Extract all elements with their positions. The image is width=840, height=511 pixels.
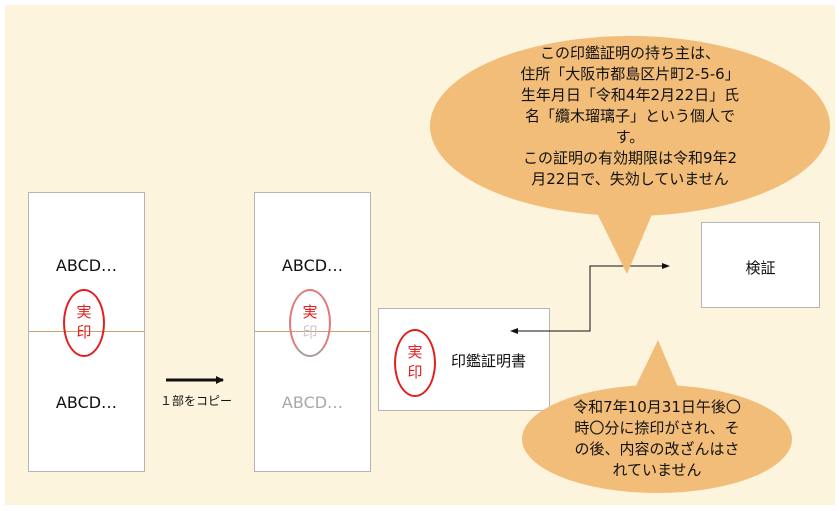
bubble-line: 令和7年10月31日午後〇 [573, 398, 741, 416]
stamp-char-2: 印 [407, 363, 423, 381]
original-top-text: ABCD… [55, 256, 118, 275]
verification-box: 検証 [701, 222, 820, 308]
bubble-line: 時〇分に捺印がされ、そ [574, 419, 740, 437]
seal-certificate: 実 印 印鑑証明書 [378, 308, 550, 411]
bubble-line: この印鑑証明の持ち主は、 [539, 44, 720, 62]
seal-integrity-bubble [522, 385, 792, 493]
stamp-char-1: 実 [302, 303, 318, 321]
arrowhead-right [662, 263, 670, 269]
bubble-line: この証明の有効期限は令和9年2 [522, 149, 738, 167]
copy-bottom-text: ABCD… [281, 393, 344, 412]
stamp-char-2: 印 [76, 323, 92, 341]
bubble-line: 住所「大阪市都島区片町2-5-6」 [520, 65, 740, 83]
copy-top-text: ABCD… [281, 256, 344, 275]
stamp-char-1: 実 [407, 343, 423, 361]
bubble-line: す。 [615, 128, 645, 146]
bubble-line: 生年月日「令和4年2月22日」氏 [520, 86, 740, 104]
certificate-seal-stamp: 実 印 [394, 329, 436, 397]
stamp-char-1: 実 [76, 303, 92, 321]
copied-seal-stamp: 実 印 [289, 289, 331, 357]
arrowhead-left [510, 328, 518, 334]
copy-arrow-label: １部をコピー [159, 394, 232, 408]
bubble-line: 名「纜木瑠璃子」という個人で [524, 107, 735, 125]
bubble-line: の後、内容の改ざんはさ [574, 440, 740, 458]
top-bubble-text: この印鑑証明の持ち主は、 住所「大阪市都島区片町2-5-6」 生年月日「令和4年… [470, 43, 790, 190]
original-bottom-text: ABCD… [55, 393, 118, 412]
certificate-label: 印鑑証明書 [451, 352, 527, 370]
seal-stamp: 実 印 [63, 289, 105, 357]
bubble-line: れていません [612, 461, 702, 479]
bottom-bubble-text: 令和7年10月31日午後〇 時〇分に捺印がされ、そ の後、内容の改ざんはさ れて… [550, 397, 764, 481]
original-document: ABCD… ABCD… 実 印 [28, 192, 145, 472]
bubble-line: 月22日で、失効していません [531, 170, 729, 188]
certificate-info-bubble [430, 36, 830, 216]
stamp-char-2: 印 [302, 323, 318, 341]
verification-label: 検証 [745, 259, 776, 277]
copied-document: ABCD… ABCD… 実 印 [254, 192, 371, 472]
